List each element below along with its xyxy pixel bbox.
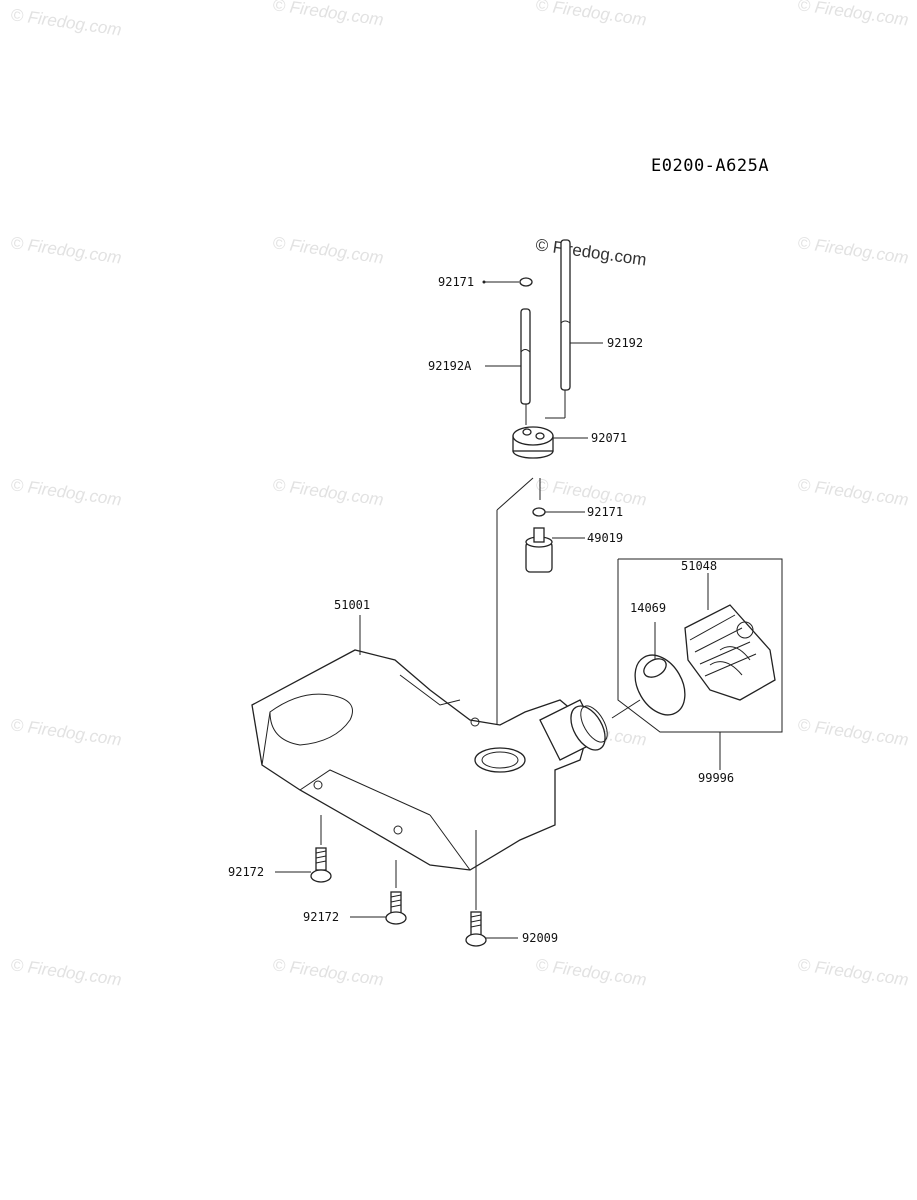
watermark: © Firedog.com (796, 715, 909, 749)
watermark: © Firedog.com (9, 233, 122, 267)
label-99996: 99996 (698, 771, 734, 785)
label-14069: 14069 (630, 601, 666, 615)
label-49019: 49019 (587, 531, 623, 545)
label-92171-top: 92171 (438, 275, 474, 289)
watermark-dark: © Firedog.com (534, 235, 647, 269)
bolt-92172-a (310, 815, 332, 883)
fuel-cap-51048 (684, 604, 776, 701)
watermark: © Firedog.com (9, 5, 122, 39)
watermark: © Firedog.com (271, 955, 384, 989)
watermark: © Firedog.com (9, 715, 122, 749)
grommet-92071 (512, 426, 554, 459)
label-51048: 51048 (681, 559, 717, 573)
watermark: © Firedog.com (271, 475, 384, 509)
fuel-tank-51001 (251, 649, 608, 871)
watermark: © Firedog.com (271, 233, 384, 267)
label-92009: 92009 (522, 931, 558, 945)
watermark: © Firedog.com (796, 0, 909, 30)
fuel-tube-92192A (520, 308, 531, 425)
label-92172-b: 92172 (303, 910, 339, 924)
watermark: © Firedog.com (9, 475, 122, 509)
watermark: © Firedog.com (796, 955, 909, 989)
gasket-14069 (634, 654, 686, 716)
label-92071: 92071 (591, 431, 627, 445)
fuel-filter-49019 (525, 527, 553, 573)
label-92192: 92192 (607, 336, 643, 350)
label-92172-a: 92172 (228, 865, 264, 879)
watermark: © Firedog.com (271, 0, 384, 30)
label-92171-mid: 92171 (587, 505, 623, 519)
watermark: © Firedog.com (796, 475, 909, 509)
bolt-92009 (465, 830, 487, 947)
clip-92171-mid (532, 507, 546, 517)
label-51001: 51001 (334, 598, 370, 612)
watermark: © Firedog.com (534, 955, 647, 989)
label-92192A: 92192A (428, 359, 472, 373)
watermark: © Firedog.com (9, 955, 122, 989)
cap-group-bracket (617, 558, 783, 733)
watermark: © Firedog.com (796, 233, 909, 267)
fuel-tube-92192 (545, 239, 571, 419)
watermark: © Firedog.com (534, 0, 647, 30)
bolt-92172-b (385, 860, 407, 925)
diagram-code: E0200-A625A (651, 156, 769, 176)
clip-92171-top (519, 277, 533, 287)
